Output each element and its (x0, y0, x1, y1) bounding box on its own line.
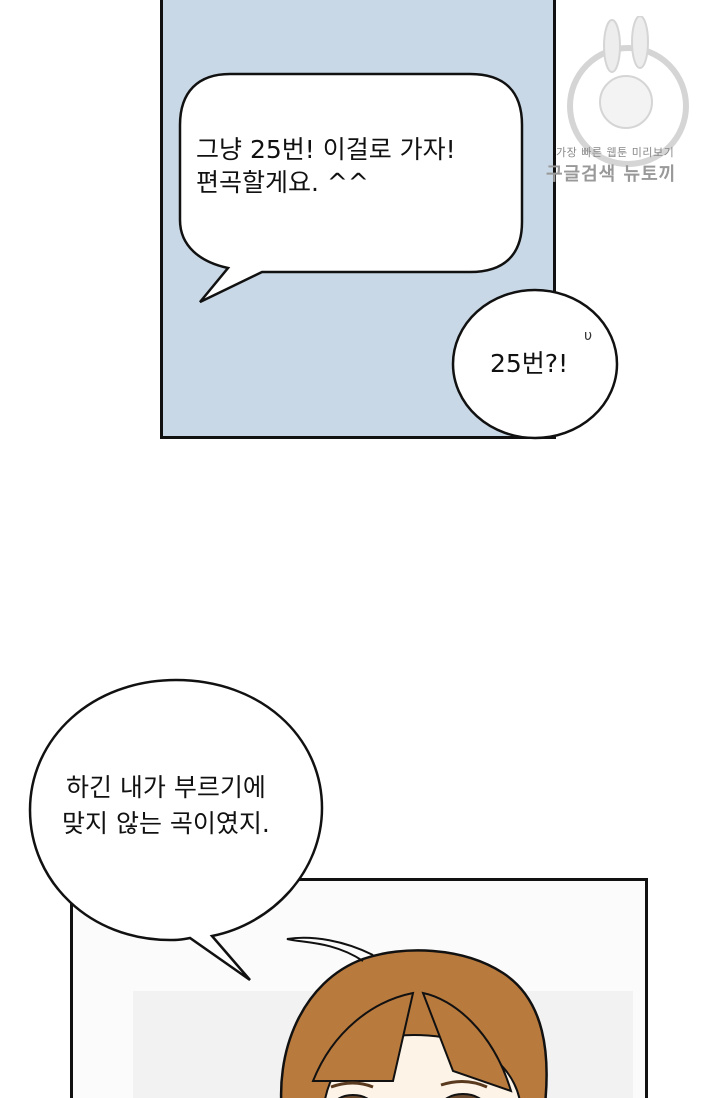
left-eye (337, 1094, 369, 1098)
left-brow (330, 1081, 374, 1089)
bubble-top-main (178, 72, 524, 304)
bubble-top-small (451, 288, 619, 440)
bubble-top-main-line-1: 그냥 25번! 이걸로 가자! (196, 135, 456, 164)
watermark-text-large: 구글검색 뉴토끼 (546, 164, 677, 185)
right-eye (445, 1093, 481, 1098)
watermark-text-small: 가장 빠른 웹툰 미리보기 (556, 146, 675, 159)
bubble-top-main-text: 그냥 25번! 이걸로 가자! 편곡할게요. ^^ (196, 134, 456, 199)
bubble-bottom (28, 678, 324, 982)
right-brow (440, 1080, 488, 1089)
sound-effect: υ (584, 328, 593, 344)
bubble-bottom-line-1: 하긴 내가 부르기에 (65, 773, 266, 802)
bubble-top-small-text: 25번?! (490, 349, 569, 378)
hair-tuft (286, 936, 374, 962)
bubble-bottom-line-2: 맞지 않는 곡이였지. (62, 809, 270, 839)
bubble-bottom-text: 하긴 내가 부르기에 맞지 않는 곡이였지. (62, 770, 270, 843)
bubble-top-main-line-2: 편곡할게요. ^^ (196, 167, 369, 197)
bangs-left (311, 991, 415, 1082)
bangs-right (421, 991, 513, 1093)
character-illustration (133, 936, 633, 1098)
